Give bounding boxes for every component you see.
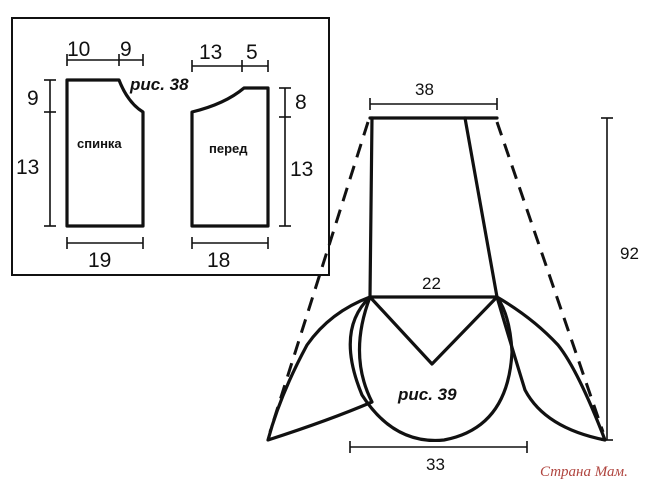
skirt-right-petal	[495, 295, 607, 442]
skirt-right-dashed-edge	[495, 121, 605, 433]
skirt-middle-width-value: 22	[422, 274, 441, 293]
watermark-text: Страна Мам.	[540, 464, 628, 480]
back-bottom-value: 19	[88, 249, 111, 272]
figure-38-caption: рис. 38	[129, 75, 189, 94]
front-side-upper-value: 8	[295, 91, 307, 114]
front-top-dimension	[191, 60, 269, 72]
skirt-bottom-width-value: 33	[426, 455, 445, 474]
front-top-left-value: 13	[199, 41, 222, 64]
skirt-length-value: 92	[620, 244, 639, 263]
front-side-lower-value: 13	[290, 158, 313, 181]
front-top-right-value: 5	[246, 41, 258, 64]
figure-39-skirt: 38 22 рис. 39 33	[266, 80, 639, 474]
back-top-right-value: 9	[120, 38, 132, 61]
back-side-upper-value: 9	[27, 87, 39, 110]
back-bottom-dimension	[66, 237, 144, 249]
skirt-center-panel	[348, 295, 514, 443]
front-piece-label: перед	[209, 141, 248, 156]
front-piece-outline	[190, 86, 270, 228]
skirt-v-notch	[368, 295, 499, 366]
front-side-dimension	[279, 87, 291, 227]
skirt-top-width-value: 38	[415, 80, 434, 99]
skirt-length-dimension	[601, 117, 613, 441]
back-top-left-value: 10	[67, 38, 90, 61]
skirt-left-petal	[266, 295, 374, 442]
figure-38-panel: спинка 10 9 9 13 19 рис. 38 перед	[11, 17, 330, 276]
back-piece-label: спинка	[77, 136, 122, 151]
skirt-yoke-left	[368, 116, 374, 299]
skirt-left-dashed-edge	[268, 121, 370, 433]
figure-38-frame	[11, 17, 330, 276]
back-piece-outline	[65, 78, 145, 228]
back-top-dimension	[66, 54, 144, 66]
back-side-dimension	[44, 79, 56, 227]
skirt-top-dimension	[369, 98, 498, 110]
back-side-lower-value: 13	[16, 156, 39, 179]
skirt-yoke-right	[463, 116, 499, 299]
figure-39-caption: рис. 39	[397, 385, 457, 404]
skirt-bottom-dimension	[349, 441, 528, 453]
front-bottom-value: 18	[207, 249, 230, 272]
front-bottom-dimension	[191, 237, 269, 249]
